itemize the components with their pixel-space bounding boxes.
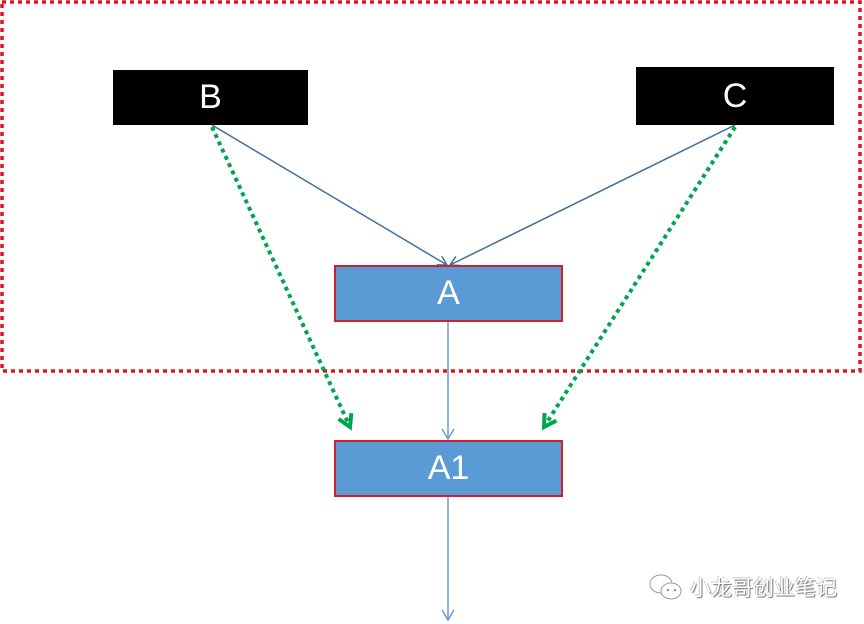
group-boundary xyxy=(0,0,862,373)
node-c: C xyxy=(636,67,834,125)
dotted-edge-c-to-a1 xyxy=(541,125,737,431)
edge-b-to-a xyxy=(211,124,449,266)
node-a-label: A xyxy=(437,274,460,312)
wechat-icon xyxy=(649,574,682,600)
watermark: 小龙哥创业笔记 xyxy=(648,572,837,602)
watermark-text: 小龙哥创业笔记 xyxy=(690,577,837,600)
node-a1: A1 xyxy=(334,440,563,497)
node-c-label: C xyxy=(722,76,748,115)
node-a1-label: A1 xyxy=(427,449,470,487)
dotted-edge-b-to-a1 xyxy=(210,126,354,431)
node-b-label: B xyxy=(199,78,222,116)
node-b: B xyxy=(113,70,308,125)
node-a: A xyxy=(334,265,563,322)
edge-c-to-a xyxy=(448,124,736,267)
